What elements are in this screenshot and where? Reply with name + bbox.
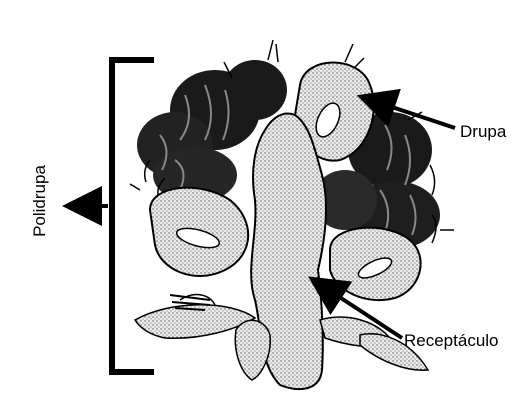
polidrupa-label: Polidrupa	[30, 165, 50, 237]
drupa-label: Drupa	[460, 122, 506, 142]
receptaculo-label: Receptáculo	[404, 331, 499, 351]
